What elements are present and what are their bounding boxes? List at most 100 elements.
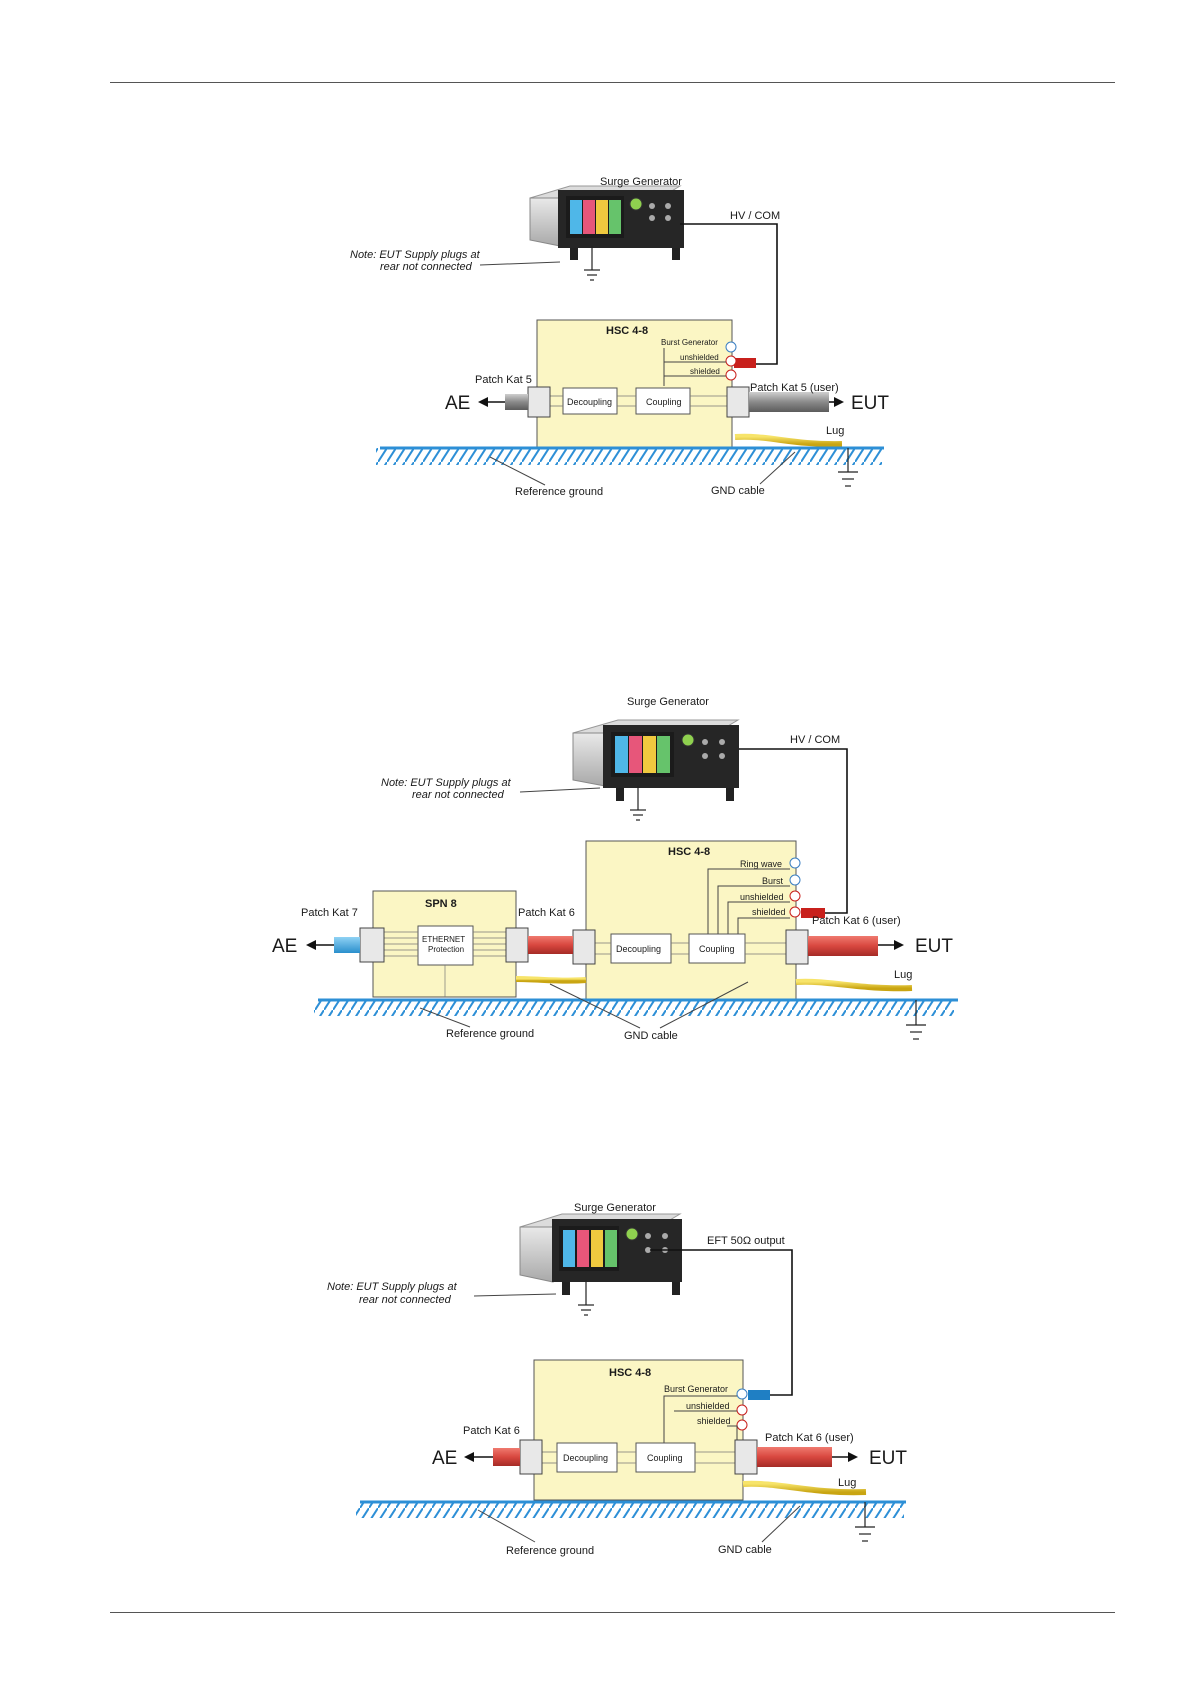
eut-label: EUT [869, 1448, 907, 1469]
ethernet-protection-block [417, 925, 474, 966]
port-label-burst-generator: Burst Generator [661, 338, 718, 347]
patch-label-right: Patch Kat 6 (user) [765, 1432, 854, 1444]
eut-label: EUT [851, 393, 889, 414]
patch-cable-kat6-user [808, 936, 878, 956]
gnd-cable [742, 1480, 867, 1496]
note-text-line2: rear not connected [380, 261, 473, 273]
generator-label: Surge Generator [627, 696, 709, 708]
reference-ground-leader [419, 1007, 471, 1028]
rj45-connector-spn-right [505, 927, 529, 963]
patch-cable-right [749, 392, 829, 412]
earth-icon [838, 448, 858, 487]
port-wires [707, 868, 790, 934]
ae-label: AE [432, 1448, 457, 1469]
decoupling-block [562, 387, 618, 415]
patch-cable-kat7 [334, 937, 360, 953]
gnd-cable-spn [515, 976, 587, 984]
patch-label-left: Patch Kat 6 [463, 1425, 520, 1437]
reference-ground-label: Reference ground [515, 486, 603, 498]
port-label-burst-generator: Burst Generator [664, 1384, 728, 1394]
generator-earth-icon [584, 246, 600, 281]
lug-label: Lug [826, 425, 844, 437]
eut-arrow-head [834, 397, 844, 407]
port-label-shielded: shielded [697, 1416, 731, 1426]
rj45-connector-left [519, 1439, 543, 1475]
patch-label-far-left: Patch Kat 7 [301, 907, 358, 919]
patch-cable-kat6-middle [528, 936, 573, 954]
signal-lines [549, 395, 730, 407]
eut-arrow-head [894, 940, 904, 950]
connection-wire [680, 223, 778, 365]
decoupling-block [610, 933, 672, 964]
gnd-cable-label: GND cable [711, 485, 765, 497]
coupling-label: Coupling [699, 944, 735, 954]
port-label-unshielded: unshielded [686, 1401, 730, 1411]
hsc-box [536, 319, 733, 449]
hsc-box [585, 840, 797, 1000]
spn-title: SPN 8 [425, 898, 457, 910]
port-sockets [736, 1388, 748, 1431]
rj45-connector-right [785, 929, 809, 965]
ae-label: AE [445, 393, 470, 414]
generator-label: Surge Generator [574, 1202, 656, 1214]
reference-ground-label: Reference ground [446, 1028, 534, 1040]
note-leader [519, 787, 601, 793]
rj45-connector-right [726, 386, 750, 418]
reference-ground-label: Reference ground [506, 1545, 594, 1557]
header-rule [110, 82, 1115, 83]
gnd-cable-label: GND cable [624, 1030, 678, 1042]
note-text-line2: rear not connected [412, 789, 505, 801]
patch-label-left: Patch Kat 5 [475, 374, 532, 386]
note-text-line1: Note: EUT Supply plugs at [327, 1281, 458, 1293]
lug-label: Lug [838, 1477, 856, 1489]
eut-label: EUT [915, 936, 953, 957]
decoupling-block [556, 1442, 618, 1473]
connection-wire [650, 1249, 793, 1396]
gnd-cable-leader [759, 451, 796, 485]
earth-icon [855, 1502, 875, 1542]
port-label-shielded: shielded [690, 367, 720, 376]
coupling-block [688, 933, 746, 964]
decoupling-label: Decoupling [616, 944, 661, 954]
note-leader [473, 1293, 557, 1297]
ae-arrow-head [306, 940, 316, 950]
port-sockets [725, 341, 737, 381]
hsc-title: HSC 4-8 [609, 1367, 651, 1379]
generator-earth-icon [578, 1280, 594, 1316]
patch-cable-left [493, 1448, 520, 1466]
coupling-label: Coupling [646, 397, 682, 407]
gnd-cable-hsc [795, 978, 913, 992]
patch-label-right: Patch Kat 5 (user) [750, 382, 839, 394]
port-label-shielded: shielded [752, 907, 786, 917]
coupling-label: Coupling [647, 1453, 683, 1463]
diagram-3: Surge Generator Note: EUT Supply plugs a… [327, 1202, 907, 1557]
lug-label: Lug [894, 969, 912, 981]
generator-label: Surge Generator [600, 176, 682, 188]
spn-signal-lines [384, 931, 506, 997]
reference-ground-plate [376, 448, 882, 465]
rj45-connector-right [734, 1439, 758, 1475]
diagram-1: Surge Generator Note: EUT Supply plugs a… [350, 176, 889, 498]
hsc-box [533, 1359, 744, 1501]
coupling-block [635, 1442, 696, 1473]
rj45-connector-spn-left [359, 927, 385, 963]
hsc-title: HSC 4-8 [668, 846, 710, 858]
note-text-line1: Note: EUT Supply plugs at [381, 777, 512, 789]
surge-generator [519, 1213, 682, 1295]
port-label-burst: Burst [762, 876, 784, 886]
signal-lines [542, 1451, 735, 1464]
protection-label-line1: ETHERNET [422, 935, 465, 944]
patch-label-right: Patch Kat 6 (user) [812, 915, 901, 927]
gnd-cable-leaders [549, 981, 749, 1029]
diagram-2: Surge Generator Note: EUT Supply plugs a… [272, 696, 958, 1042]
port-sockets [789, 857, 801, 918]
footer-rule [110, 1612, 1115, 1613]
gnd-cable-leader [761, 1505, 801, 1543]
signal-lines [594, 942, 786, 955]
surge-generator [529, 185, 684, 260]
note-text-line2: rear not connected [359, 1294, 452, 1306]
eft-plug-blue [748, 1390, 770, 1400]
hv-plug-red [801, 908, 825, 918]
patch-cable-left [505, 394, 528, 410]
surge-generator [572, 719, 740, 801]
